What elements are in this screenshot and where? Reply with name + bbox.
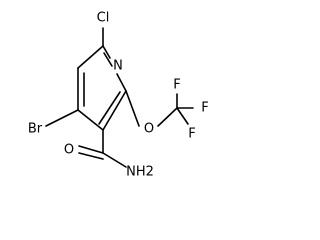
structure-canvas: Cl N Br O F F F O NH2 <box>27 10 209 180</box>
atom-f1: F <box>173 78 180 93</box>
bond-n1-c2 <box>116 73 127 92</box>
atom-f3: F <box>188 127 195 142</box>
atom-br: Br <box>28 122 43 137</box>
bond-o-cf3 <box>157 107 178 127</box>
bond-c5-c6 <box>77 45 104 69</box>
bond-amide-c-n <box>102 152 127 168</box>
inner-double-c2-c3 <box>98 91 121 125</box>
bond-c2-o <box>125 90 140 127</box>
atom-nh2: NH2 <box>126 165 154 180</box>
bond-c3-c4 <box>77 109 104 131</box>
atom-cl: Cl <box>97 11 110 26</box>
inner-double-c6-n1 <box>103 52 113 67</box>
bond-c4-br <box>45 109 79 127</box>
bond-c2-c3 <box>102 90 127 131</box>
bond-amide-c-o-double <box>78 152 104 160</box>
atom-f2: F <box>201 101 208 116</box>
bond-cf3-f3 <box>176 107 189 125</box>
atom-o-ether: O <box>144 122 154 137</box>
atom-o-carbonyl: O <box>64 143 74 158</box>
atom-n: N <box>113 59 123 74</box>
molecule-structure: Cl N Br O F F F O NH2 <box>28 11 209 180</box>
bond-amide-c-o <box>78 145 104 154</box>
bond-c6-n1 <box>102 45 111 59</box>
